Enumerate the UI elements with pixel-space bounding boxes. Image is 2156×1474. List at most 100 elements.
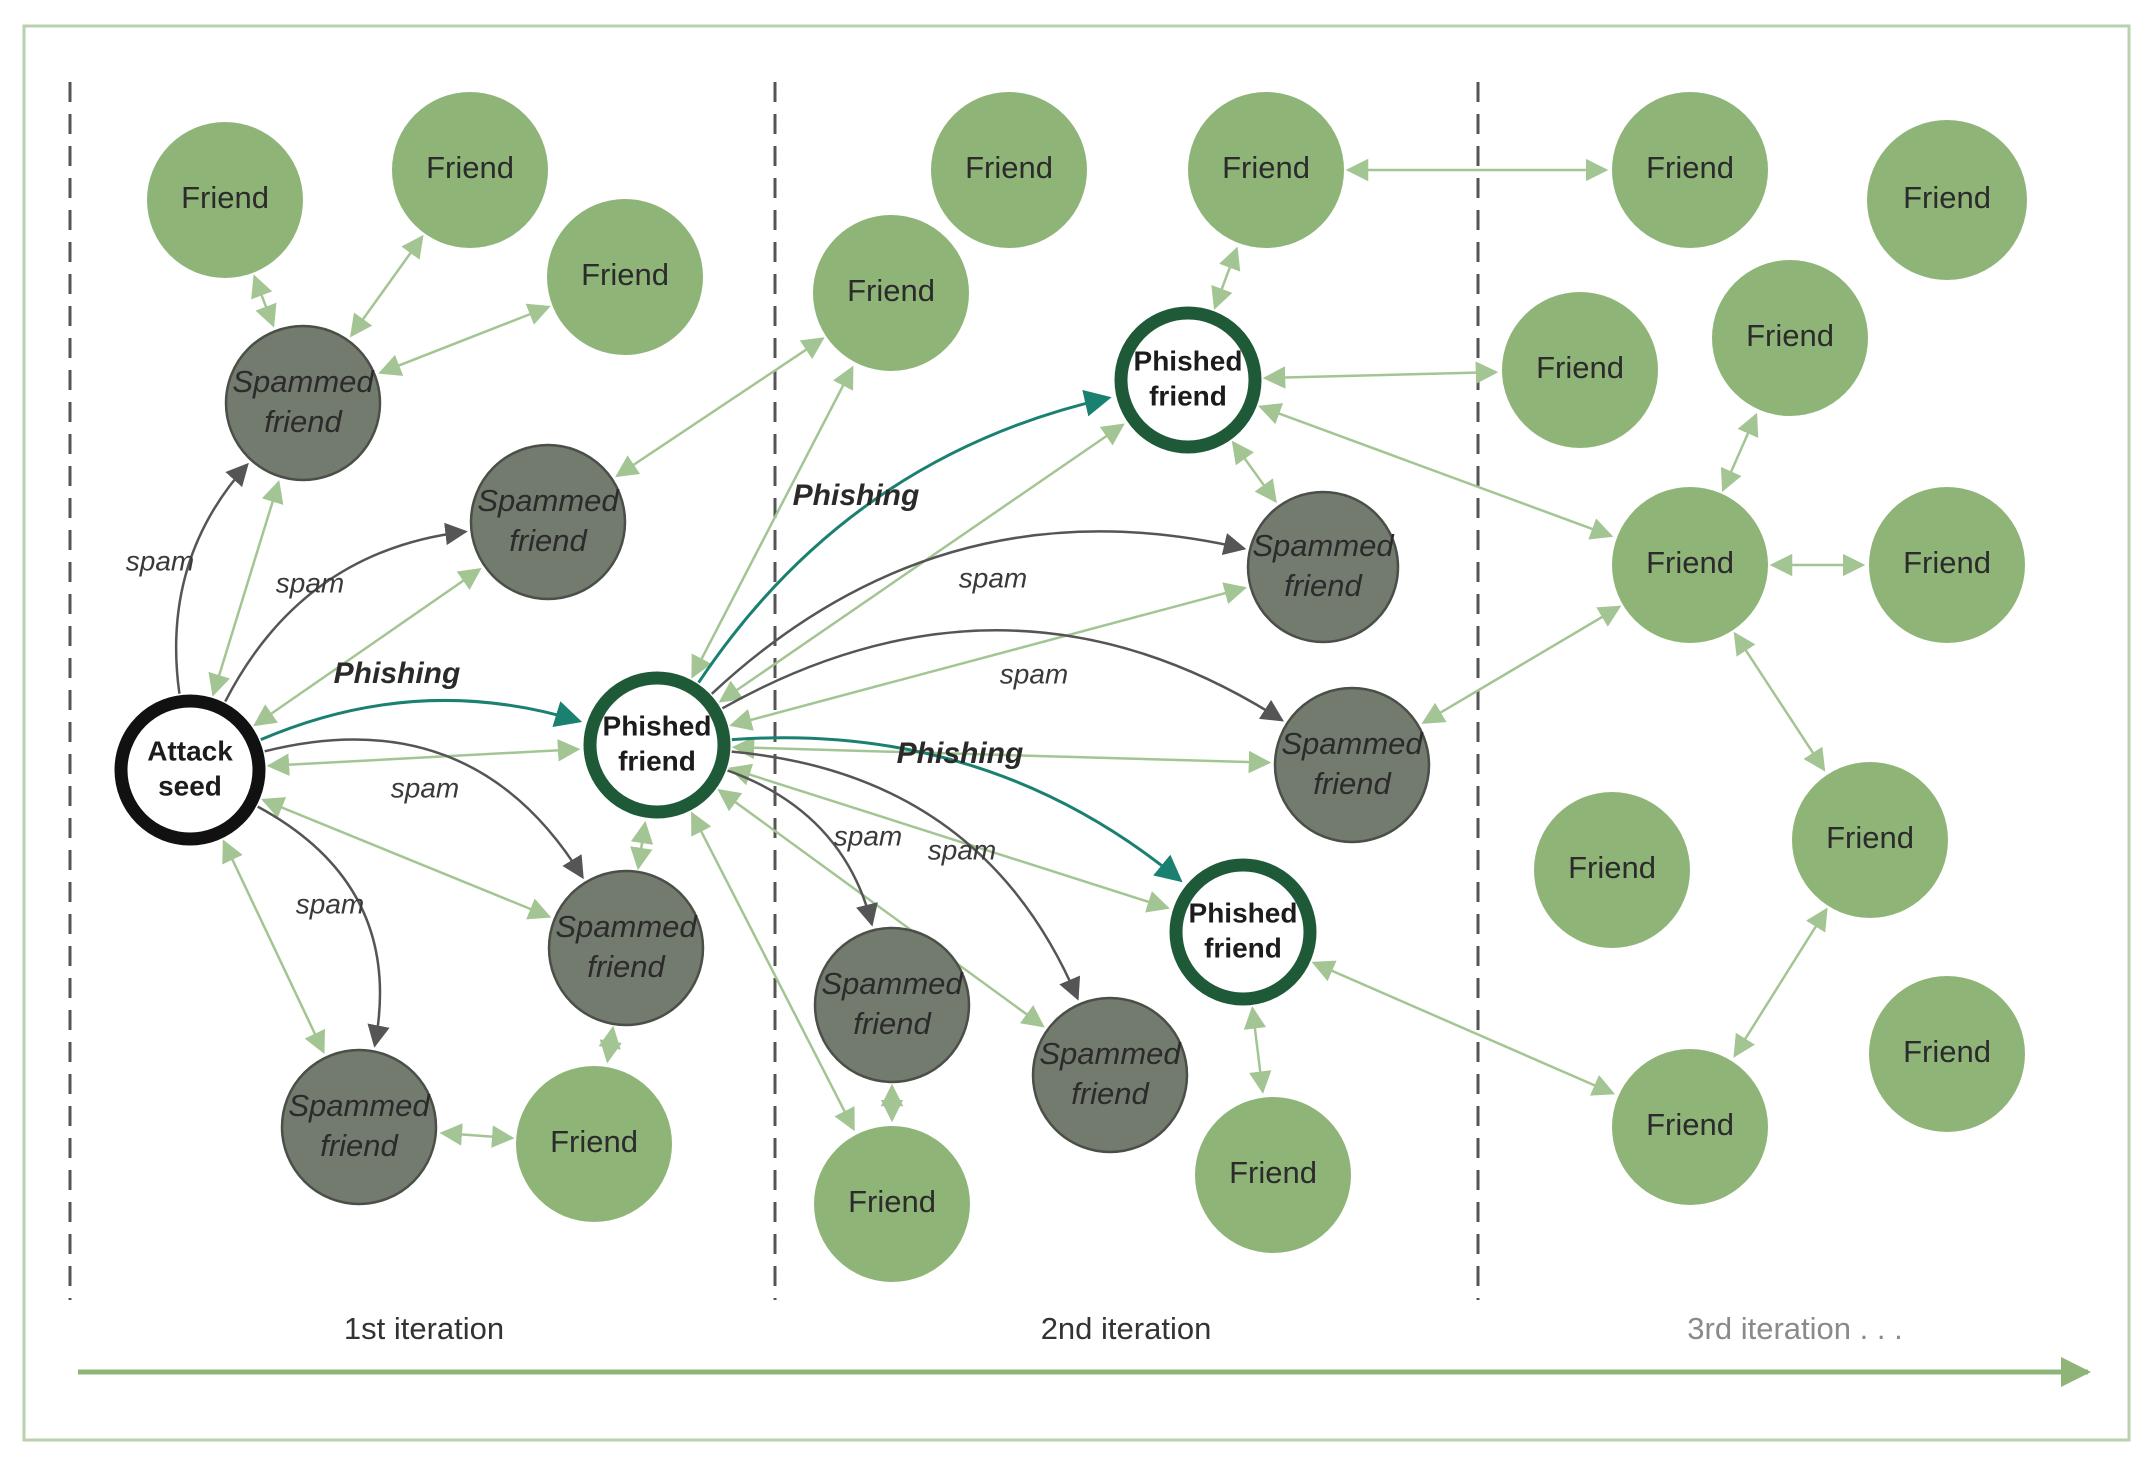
edge-labels: spam spam spam spam spam spam spam spam …: [126, 479, 1068, 919]
friend-link: [251, 274, 277, 328]
friend-node: Friend: [1188, 92, 1344, 248]
friend-label: Friend: [1646, 1107, 1734, 1142]
spammed-label: friend: [1071, 1076, 1150, 1111]
friend-circle: [392, 92, 548, 248]
spammed-label: friend: [587, 949, 666, 984]
spam-label: spam: [276, 567, 344, 598]
spammed-node: Spammed friend: [547, 869, 705, 1027]
friend-link: [598, 1025, 622, 1064]
friend-link: [266, 739, 581, 776]
friend-link: [350, 234, 424, 338]
spammed-node: Spammed friend: [1031, 996, 1189, 1154]
spam-arrow: [710, 530, 1247, 695]
phished-label: Phished: [1189, 897, 1298, 928]
friend-node: Friend: [1534, 792, 1690, 948]
spammed-circle: [813, 926, 971, 1084]
friend-label: Friend: [1746, 318, 1834, 353]
phished-circle: [1169, 858, 1317, 1006]
friend-link: [378, 303, 551, 376]
spam-arrow: [731, 750, 1081, 1001]
friend-label: Friend: [1646, 545, 1734, 580]
friend-node: Friend: [814, 1126, 970, 1282]
friend-label: Friend: [1568, 850, 1656, 885]
spammed-circle: [1246, 490, 1400, 644]
friend-label: Friend: [1536, 350, 1624, 385]
friend-node: Friend: [1612, 1049, 1768, 1205]
spam-label: spam: [928, 834, 996, 865]
seed-circle: [114, 694, 266, 846]
phishing-label: Phishing: [793, 479, 920, 512]
friend-node: Friend: [1195, 1097, 1351, 1253]
friend-label: Friend: [426, 150, 514, 185]
friend-circle: [1612, 487, 1768, 643]
friend-label: Friend: [1903, 545, 1991, 580]
friend-label: Friend: [1229, 1155, 1317, 1190]
friend-node: Friend: [813, 215, 969, 371]
spam-label: spam: [834, 820, 902, 851]
friend-node: Friend: [1712, 260, 1868, 416]
spam-arrow: [257, 805, 390, 1048]
phished-label: friend: [1149, 380, 1227, 411]
spammed-circle: [469, 443, 627, 601]
friend-circle: [1869, 487, 2025, 643]
friend-circle: [1867, 120, 2027, 280]
phished-circle: [583, 671, 731, 819]
friend-link: [630, 820, 654, 871]
friend-link: [253, 567, 482, 727]
phishing-label: Phishing: [334, 657, 461, 690]
friend-label: Friend: [847, 273, 935, 308]
iteration-label-2: 2nd iteration: [1041, 1311, 1212, 1346]
spammed-circle: [224, 324, 382, 482]
spam-arrow: [264, 738, 584, 880]
spammed-label: friend: [320, 1128, 399, 1163]
phishing-arrow: [697, 389, 1112, 684]
friend-label: Friend: [965, 150, 1053, 185]
phished-label: friend: [1204, 932, 1282, 963]
iteration-label-1: 1st iteration: [344, 1311, 504, 1346]
friend-node: Friend: [147, 122, 303, 278]
friend-node: Friend: [1612, 487, 1768, 643]
spam-arrow: [224, 522, 468, 703]
friend-circle: [1195, 1097, 1351, 1253]
friend-label: Friend: [550, 1124, 638, 1159]
phishing-arrow: [260, 698, 583, 742]
friend-link: [1231, 440, 1277, 504]
nodes: FriendFriendFriendSpammedfriendSpammedfr…: [114, 92, 2027, 1282]
spammed-label: Spammed: [1039, 1036, 1182, 1071]
friend-circle: [814, 1126, 970, 1282]
friend-circle: [1612, 1049, 1768, 1205]
friend-link: [690, 811, 855, 1132]
friend-node: Friend: [1869, 976, 2025, 1132]
phished-label: friend: [618, 745, 696, 776]
spammed-label: friend: [1284, 568, 1363, 603]
friend-circle: [1502, 292, 1658, 448]
friend-link: [691, 365, 854, 679]
friend-node: Friend: [1612, 92, 1768, 248]
friend-link: [1311, 960, 1616, 1096]
friend-link: [729, 582, 1247, 731]
friend-node: Friend: [1502, 292, 1658, 448]
spam-label: spam: [126, 545, 194, 576]
friend-link: [1243, 1006, 1272, 1094]
friend-link: [1733, 907, 1828, 1058]
friend-label: Friend: [181, 180, 269, 215]
friend-link: [1258, 403, 1614, 540]
spammed-label: Spammed: [288, 1088, 431, 1123]
friend-label: Friend: [1826, 820, 1914, 855]
iteration-label-3: 3rd iteration . . .: [1687, 1311, 1902, 1346]
friend-circle: [516, 1066, 672, 1222]
friend-links: [208, 158, 1866, 1148]
spam-label: spam: [391, 772, 459, 803]
friend-link: [261, 797, 552, 920]
friend-link: [1421, 605, 1622, 724]
outer-frame: [22, 24, 2131, 1442]
friend-node: Friend: [392, 92, 548, 248]
spammed-label: Spammed: [555, 909, 698, 944]
friend-circle: [813, 215, 969, 371]
